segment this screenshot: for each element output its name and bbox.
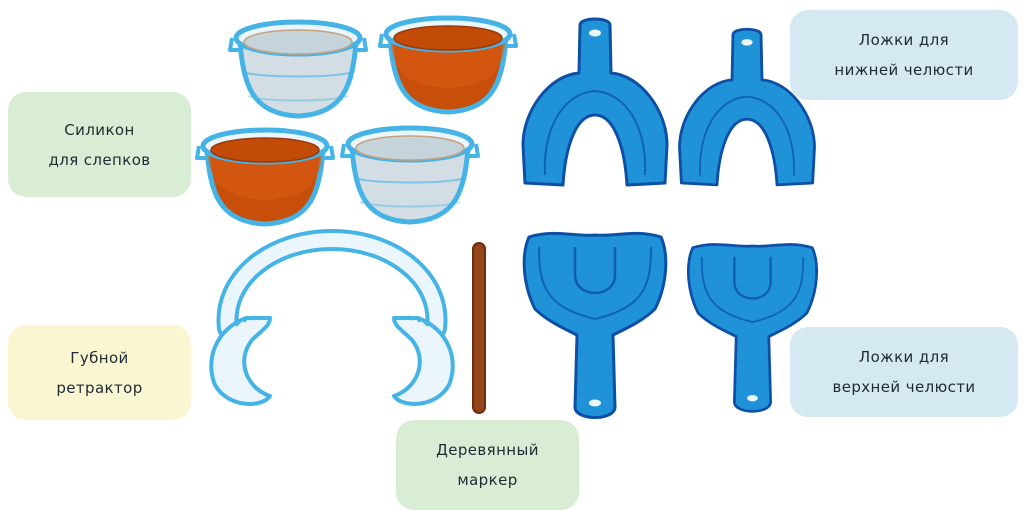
silicone-label-line1: Силикон (64, 115, 134, 145)
lower-impression-tray-icon (523, 19, 667, 185)
silicone-label: Силикон для слепков (8, 92, 191, 197)
silicone-cup-icon (342, 128, 478, 222)
silicone-cup-icon (230, 22, 366, 116)
lip-retractor-icon (211, 240, 452, 404)
retractor-label: Губной ретрактор (8, 325, 191, 420)
marker-label: Деревянный маркер (396, 420, 579, 510)
lower-trays-label: Ложки для нижней челюсти (790, 10, 1018, 100)
upper-trays-label-line1: Ложки для (859, 342, 949, 372)
lower-trays-label-line2: нижней челюсти (834, 55, 973, 85)
silicone-cup-icon (197, 130, 333, 224)
silicone-cup-icon (380, 18, 516, 112)
marker-label-line2: маркер (457, 465, 517, 495)
retractor-label-line2: ретрактор (56, 373, 142, 403)
marker-label-line1: Деревянный (436, 435, 539, 465)
lower-trays-label-line1: Ложки для (859, 25, 949, 55)
silicone-label-line2: для слепков (48, 145, 150, 175)
upper-trays-label: Ложки для верхней челюсти (790, 327, 1018, 417)
upper-trays-label-line2: верхней челюсти (832, 372, 975, 402)
wooden-stick-icon (473, 243, 485, 413)
upper-impression-tray-icon (524, 233, 666, 417)
retractor-label-line1: Губной (70, 343, 128, 373)
